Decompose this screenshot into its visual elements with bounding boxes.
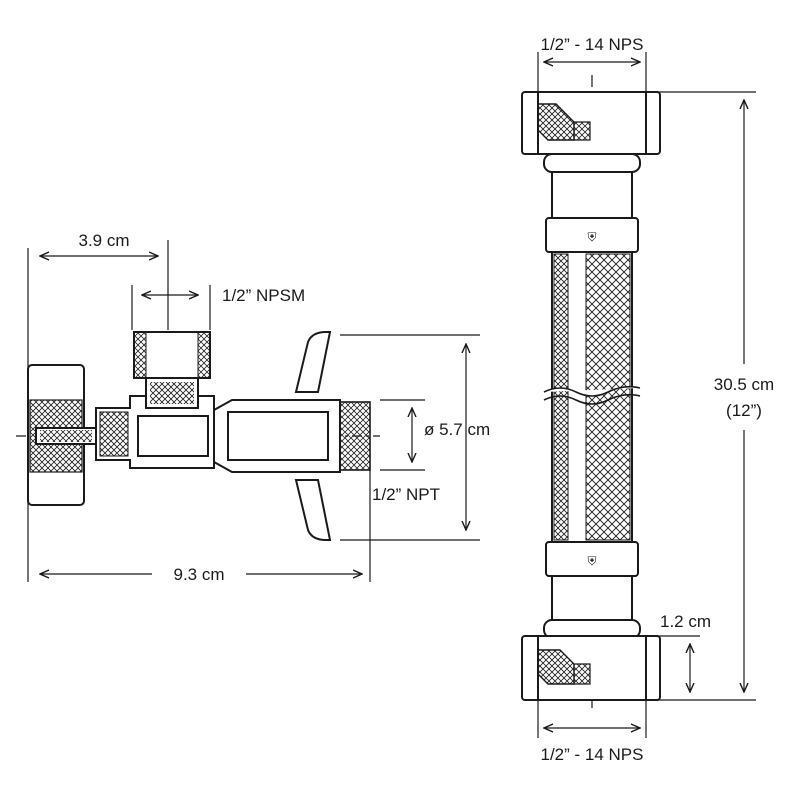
hose-length-in-label: (12”) (726, 401, 762, 420)
certification-mark-icon: ⛨ (587, 230, 596, 244)
valve-total-width-label: 9.3 cm (173, 565, 224, 584)
valve-top-thread-label: 1/2” NPSM (222, 286, 305, 305)
angle-valve: 3.9 cm 1/2” NPSM ø 5.7 cm 1/2” NPT 9.3 c… (16, 231, 490, 584)
certification-mark-icon: ⛨ (587, 554, 596, 568)
hose-bottom-thread-label: 1/2” - 14 NPS (541, 745, 644, 764)
valve-handle-offset-label: 3.9 cm (78, 231, 129, 250)
hose-length-cm-label: 30.5 cm (714, 375, 774, 394)
valve-outlet-thread-label: 1/2” NPT (372, 485, 440, 504)
hose-nut-height-label: 1.2 cm (660, 612, 711, 631)
hose-top-thread-label: 1/2” - 14 NPS (541, 35, 644, 54)
valve-outlet-diameter-label: ø 5.7 cm (424, 420, 490, 439)
braided-hose: ⛨ ⛨ 1/2” - 14 NPS 30.5 cm (12”) 1.2 cm (521, 35, 774, 764)
